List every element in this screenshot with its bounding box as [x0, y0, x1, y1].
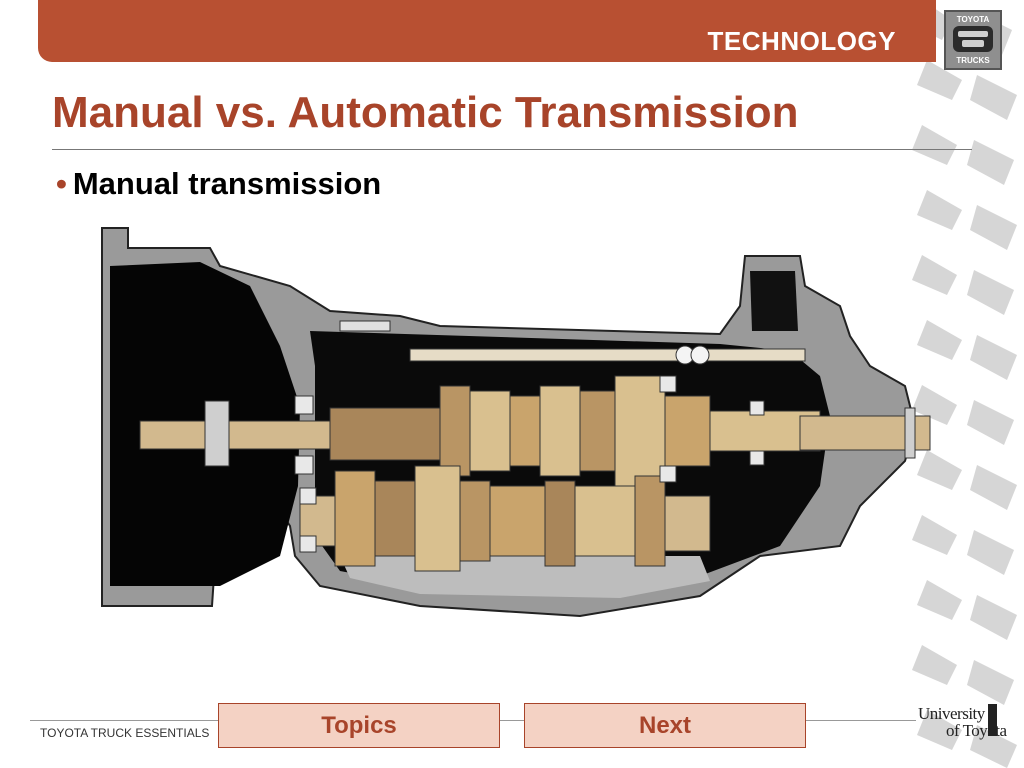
footer-text: TOYOTA TRUCK ESSENTIALS	[40, 726, 210, 740]
header-bar: TECHNOLOGY	[38, 0, 936, 62]
topics-button[interactable]: Topics	[218, 703, 500, 748]
bearings	[294, 375, 765, 553]
logo-mark-icon	[988, 704, 997, 736]
output-shaft	[799, 407, 931, 459]
countershaft-gears	[299, 465, 711, 572]
toyota-trucks-badge: TOYOTA TRUCKS	[944, 10, 1002, 70]
slide-title: Manual vs. Automatic Transmission	[52, 88, 799, 137]
bullet-item: •Manual transmission	[56, 166, 381, 202]
badge-bottom-text: TRUCKS	[956, 56, 990, 65]
input-shaft	[139, 400, 441, 467]
logo-line1: University	[918, 704, 985, 723]
shift-rail	[339, 320, 806, 365]
badge-top-text: TOYOTA	[957, 15, 990, 24]
footer-divider-left	[30, 720, 220, 721]
footer-divider-mid	[500, 720, 524, 721]
next-button[interactable]: Next	[524, 703, 806, 748]
university-of-toyota-logo: University of Toyota	[918, 704, 1008, 744]
bullet-dot: •	[56, 166, 67, 201]
truck-emblem-icon	[953, 26, 993, 52]
bullet-text: Manual transmission	[72, 166, 382, 201]
footer-divider-right	[806, 720, 916, 721]
title-divider	[52, 149, 972, 150]
manual-transmission-diagram	[100, 226, 940, 636]
section-label: TECHNOLOGY	[707, 26, 896, 56]
logo-line2: of Toyota	[946, 721, 1007, 740]
